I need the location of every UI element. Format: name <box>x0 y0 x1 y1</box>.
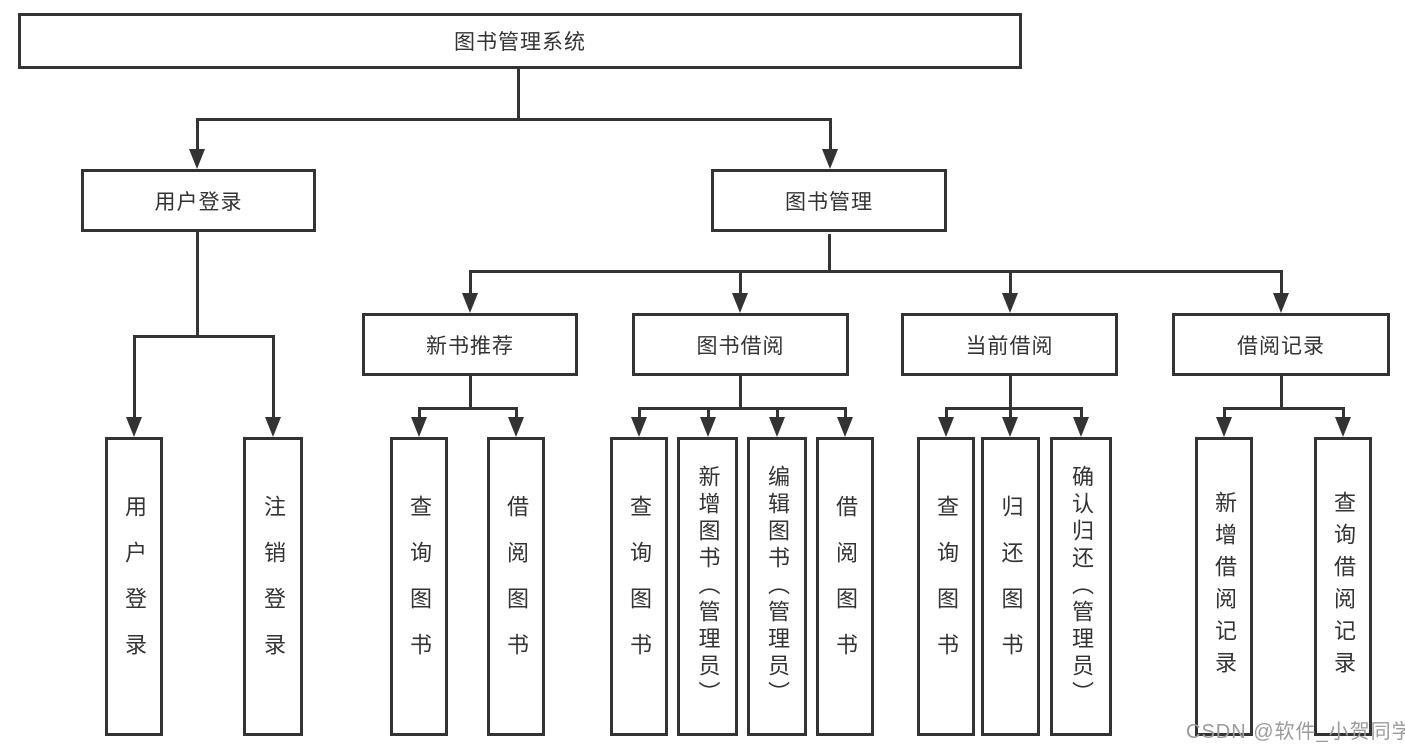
leaf-borrow-add-books-admin: 新增图书（管理员） <box>677 437 738 736</box>
node-new-book-recommend-label: 新书推荐 <box>426 334 514 358</box>
connector-arrow-stem <box>829 119 832 151</box>
arrowhead-down-icon <box>411 417 427 437</box>
node-root-label: 图书管理系统 <box>454 31 586 54</box>
node-book-management-label: 图书管理 <box>785 190 873 214</box>
connector-arrow-stem <box>844 408 847 419</box>
connector-bar <box>196 118 832 121</box>
leaf-user-login-label: 用户登录 <box>122 494 147 679</box>
leaf-logout: 注销登录 <box>243 437 303 736</box>
arrowhead-down-icon <box>1073 417 1089 437</box>
connector-arrow-stem <box>133 336 136 419</box>
connector-arrow-stem <box>1223 408 1226 419</box>
node-new-book-recommend: 新书推荐 <box>362 313 578 376</box>
leaf-records-add-record-label: 新增借阅记录 <box>1212 490 1237 683</box>
connector-arrow-stem <box>1009 271 1012 295</box>
arrowhead-down-icon <box>1335 417 1351 437</box>
connector-bar <box>133 335 275 338</box>
leaf-records-add-record: 新增借阅记录 <box>1195 437 1253 736</box>
arrowhead-down-icon <box>1216 417 1232 437</box>
leaf-borrow-edit-books-admin-label: 编辑图书（管理员） <box>765 465 790 708</box>
leaf-borrow-query-books-label: 查询图书 <box>627 494 652 679</box>
connector-arrow-stem <box>776 408 779 419</box>
connector-stub <box>1009 376 1012 408</box>
leaf-records-query-record-label: 查询借阅记录 <box>1331 490 1356 683</box>
arrowhead-down-icon <box>769 417 785 437</box>
connector-arrow-stem <box>1009 408 1012 419</box>
leaf-borrow-borrow-books-label: 借阅图书 <box>833 494 858 679</box>
connector-bar <box>1223 407 1345 410</box>
arrowhead-down-icon <box>938 417 954 437</box>
node-borrow-records: 借阅记录 <box>1172 313 1390 376</box>
arrowhead-down-icon <box>700 417 716 437</box>
connector-arrow-stem <box>1342 408 1345 419</box>
node-current-borrow-label: 当前借阅 <box>965 334 1054 358</box>
connector-stub <box>469 376 472 408</box>
leaf-current-query-books: 查询图书 <box>917 437 975 736</box>
node-borrow-records-label: 借阅记录 <box>1237 334 1325 358</box>
connector-stub <box>1280 376 1283 408</box>
leaf-current-return-books-label: 归还图书 <box>998 494 1024 679</box>
leaf-recommend-query-books: 查询图书 <box>390 437 448 736</box>
connector-stub <box>517 69 520 119</box>
connector-stub <box>828 234 831 271</box>
arrowhead-down-icon <box>1002 417 1018 437</box>
connector-arrow-stem <box>707 408 710 419</box>
connector-arrow-stem <box>469 271 472 295</box>
node-book-borrow-label: 图书借阅 <box>696 334 785 358</box>
arrowhead-down-icon <box>126 417 142 437</box>
arrowhead-down-icon <box>265 417 281 437</box>
connector-arrow-stem <box>739 271 742 295</box>
leaf-borrow-query-books: 查询图书 <box>610 437 668 736</box>
connector-bar <box>469 270 1283 273</box>
arrowhead-down-icon <box>462 293 478 313</box>
leaf-current-confirm-return-admin-label: 确认归还（管理员） <box>1069 465 1094 708</box>
csdn-watermark: CSDN @软件_小贺同学 <box>1186 721 1405 743</box>
connector-arrow-stem <box>945 408 948 419</box>
arrowhead-down-icon <box>631 417 647 437</box>
arrowhead-down-icon <box>1273 293 1289 313</box>
arrowhead-down-icon <box>732 293 748 313</box>
connector-arrow-stem <box>272 336 275 419</box>
connector-arrow-stem <box>1280 271 1283 295</box>
connector-bar <box>418 407 518 410</box>
leaf-user-login: 用户登录 <box>105 437 163 736</box>
node-user-login: 用户登录 <box>81 169 316 232</box>
connector-stub <box>739 376 742 408</box>
arrowhead-down-icon <box>837 417 853 437</box>
leaf-recommend-query-books-label: 查询图书 <box>407 494 432 679</box>
connector-stub <box>196 232 199 336</box>
leaf-borrow-edit-books-admin: 编辑图书（管理员） <box>747 437 807 736</box>
node-book-borrow: 图书借阅 <box>632 313 849 376</box>
leaf-current-query-books-label: 查询图书 <box>934 494 959 679</box>
arrowhead-down-icon <box>1002 293 1018 313</box>
arrowhead-down-icon <box>508 417 524 437</box>
node-current-borrow: 当前借阅 <box>901 313 1118 376</box>
leaf-recommend-borrow-books-label: 借阅图书 <box>504 494 529 679</box>
connector-arrow-stem <box>196 119 199 151</box>
node-root: 图书管理系统 <box>18 13 1022 69</box>
leaf-current-confirm-return-admin: 确认归还（管理员） <box>1050 437 1112 736</box>
connector-arrow-stem <box>515 408 518 419</box>
node-user-login-label: 用户登录 <box>154 190 243 214</box>
connector-arrow-stem <box>1080 408 1083 419</box>
connector-arrow-stem <box>418 408 421 419</box>
connector-bar <box>945 407 1083 410</box>
connector-arrow-stem <box>638 408 641 419</box>
arrowhead-down-icon <box>822 149 838 169</box>
leaf-records-query-record: 查询借阅记录 <box>1314 437 1372 736</box>
node-book-management: 图书管理 <box>711 169 947 232</box>
arrowhead-down-icon <box>189 149 205 169</box>
leaf-recommend-borrow-books: 借阅图书 <box>487 437 545 736</box>
connector-bar <box>638 407 847 410</box>
leaf-logout-label: 注销登录 <box>261 494 286 679</box>
leaf-current-return-books: 归还图书 <box>981 437 1040 736</box>
leaf-borrow-add-books-admin-label: 新增图书（管理员） <box>695 465 721 708</box>
leaf-borrow-borrow-books: 借阅图书 <box>816 437 874 736</box>
